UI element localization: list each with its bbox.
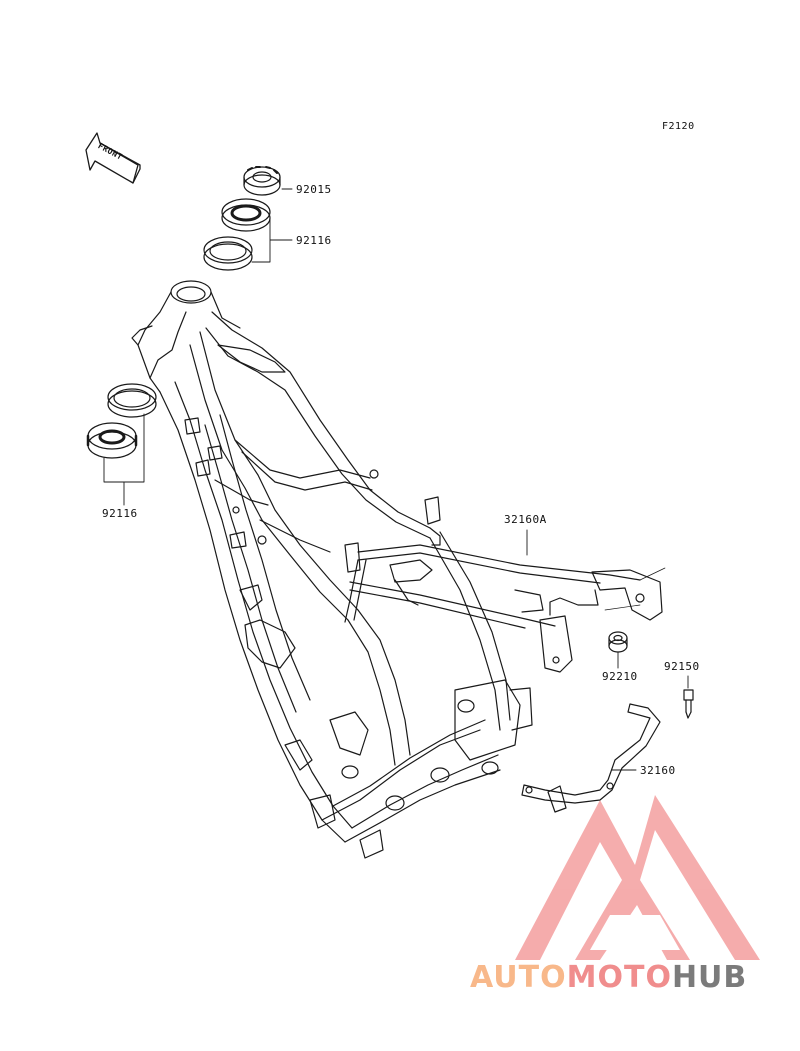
watermark-logo-icon xyxy=(515,795,760,960)
part-label-92015: 92015 xyxy=(296,183,332,196)
collar-nut-icon xyxy=(608,631,628,653)
part-label-32160a: 32160A xyxy=(504,513,547,526)
part-label-92116-upper: 92116 xyxy=(296,234,332,247)
leader-lines-top xyxy=(251,188,293,263)
front-arrow-icon xyxy=(85,132,141,184)
watermark-text: AUTOMOTOHUB xyxy=(470,960,747,995)
rear-subframe-icon xyxy=(344,496,666,673)
upper-bearing-icon xyxy=(203,198,271,271)
part-label-92150: 92150 xyxy=(664,660,700,673)
watermark-moto: MOTO xyxy=(566,960,672,995)
part-label-32160: 32160 xyxy=(640,764,676,777)
bracket-icon xyxy=(521,703,661,813)
figure-code: F2120 xyxy=(662,121,695,132)
bolt-icon xyxy=(683,689,694,719)
part-label-92116-lower: 92116 xyxy=(102,507,138,520)
leader-lines-lower xyxy=(103,413,145,506)
watermark-auto: AUTO xyxy=(470,960,567,995)
part-label-92210: 92210 xyxy=(602,670,638,683)
watermark-hub: HUB xyxy=(671,960,748,995)
lower-bearing-icon xyxy=(86,383,157,459)
steering-stem-nut-icon xyxy=(243,166,281,196)
motorcycle-frame-icon xyxy=(131,280,533,859)
